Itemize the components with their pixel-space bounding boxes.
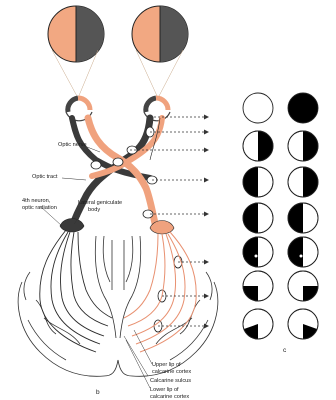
field-defect-1-right: [288, 93, 318, 123]
label-neuron-line1: 4th neuron,: [22, 198, 51, 204]
arrowheads: [204, 115, 209, 329]
label-calcarine-sulcus: Calcarine sulcus: [150, 378, 191, 384]
field-defect-7-left: [243, 309, 273, 339]
field-defect-7-right: [288, 309, 318, 339]
right-eye-visual-field: [132, 6, 188, 62]
field-defect-4-left: [243, 203, 273, 233]
left-optic-radiation: [40, 230, 112, 352]
field-defect-5-left: [243, 237, 273, 267]
label-upper-lip-line1: Upper lip of: [152, 362, 181, 368]
label-lower-lip-line1: Lower lip of: [150, 387, 179, 393]
label-lower-lip-line2: calcarine cortex: [150, 394, 189, 400]
label-neuron-line2: optic radiation: [22, 205, 57, 211]
field-defect-2-left: [243, 131, 273, 161]
panel-label-c: c: [283, 347, 287, 354]
field-defects-panel: [243, 93, 318, 339]
left-eye-visual-field: [48, 6, 104, 62]
field-defect-2-right: [288, 131, 318, 161]
label-lgb-line1: Lateral geniculate: [78, 200, 122, 206]
field-defect-4-right: [288, 203, 318, 233]
field-defect-1-left: [243, 93, 273, 123]
label-upper-lip-line2: calcarine cortex: [152, 369, 191, 375]
field-defect-3-right: [288, 167, 318, 197]
field-defect-6-left: [243, 271, 273, 301]
field-defect-6-right: [288, 271, 318, 301]
field-defect-5-right: [288, 237, 318, 267]
field-defect-3-left: [243, 167, 273, 197]
label-optic-nerve: Optic nerve: [58, 142, 87, 148]
label-optic-tract: Optic tract: [32, 174, 58, 180]
label-lgb-line2: body: [88, 207, 100, 213]
panel-label-b: b: [96, 389, 100, 396]
